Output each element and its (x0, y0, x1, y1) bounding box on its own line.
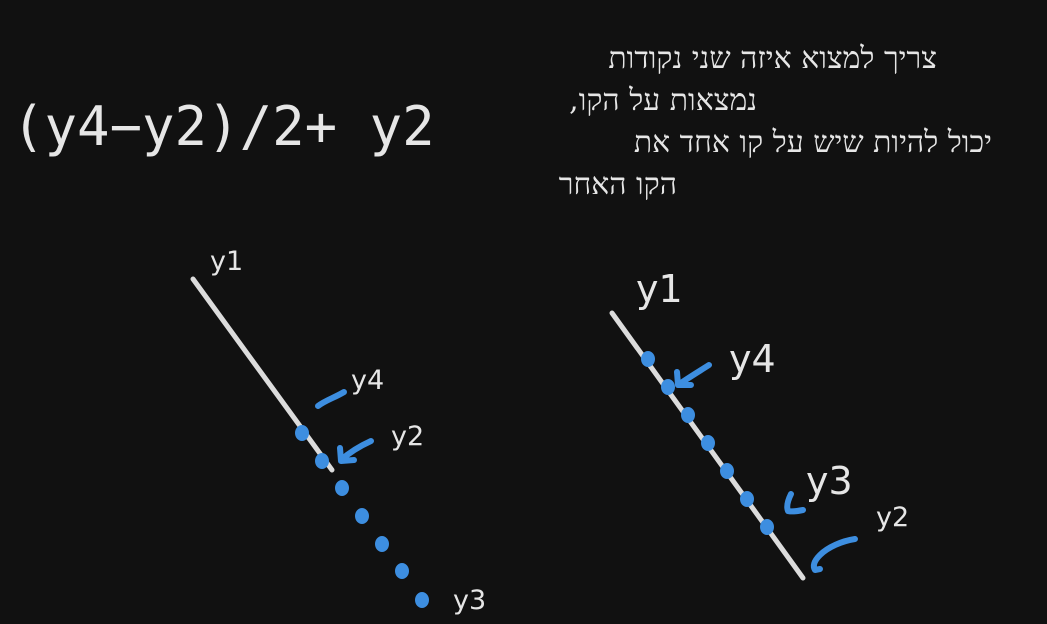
formula-text: (y4−y2)/2+ y2 (12, 95, 435, 158)
right-dot (681, 407, 695, 423)
left-label-y2: y2 (391, 421, 424, 452)
right-diagram: y1 y4 y3 y2 (609, 267, 909, 581)
left-dot (415, 592, 429, 608)
right-dot (760, 519, 774, 535)
right-dot (740, 491, 754, 507)
right-label-y4: y4 (729, 337, 776, 381)
right-dot (641, 351, 655, 367)
left-arrow-y4-icon (315, 389, 347, 409)
note-line-4: הקו האחר (558, 167, 677, 202)
right-arrow-y2-icon (810, 536, 858, 573)
right-dot (720, 463, 734, 479)
left-dot (355, 508, 369, 524)
right-dot (661, 379, 675, 395)
left-label-y4: y4 (351, 365, 384, 396)
hebrew-note: צריך למצוא איזה שני נקודות נמצאות על הקו… (507, 38, 992, 206)
right-arrow-y4-icon (674, 362, 712, 388)
note-line-3: יכול להיות שיש על קו אחד את (633, 125, 992, 160)
left-arrow-y2-icon (337, 438, 374, 464)
right-label-y1: y1 (636, 267, 683, 311)
left-dot (395, 563, 409, 579)
left-dot (375, 536, 389, 552)
left-diagram: y1 y4 y2 y3 (190, 246, 486, 616)
left-segment-line (190, 276, 335, 473)
right-label-y2: y2 (876, 502, 909, 533)
left-label-y1: y1 (210, 246, 243, 277)
right-arrow-y3-icon (784, 491, 806, 515)
left-dot (335, 480, 349, 496)
left-dot (315, 453, 329, 469)
left-label-y3: y3 (453, 585, 486, 616)
right-label-y3: y3 (806, 459, 853, 503)
left-dot (295, 425, 309, 441)
note-line-1: צריך למצוא איזה שני נקודות (608, 41, 937, 76)
right-dot (701, 435, 715, 451)
note-line-2: נמצאות על הקו, (569, 83, 757, 118)
